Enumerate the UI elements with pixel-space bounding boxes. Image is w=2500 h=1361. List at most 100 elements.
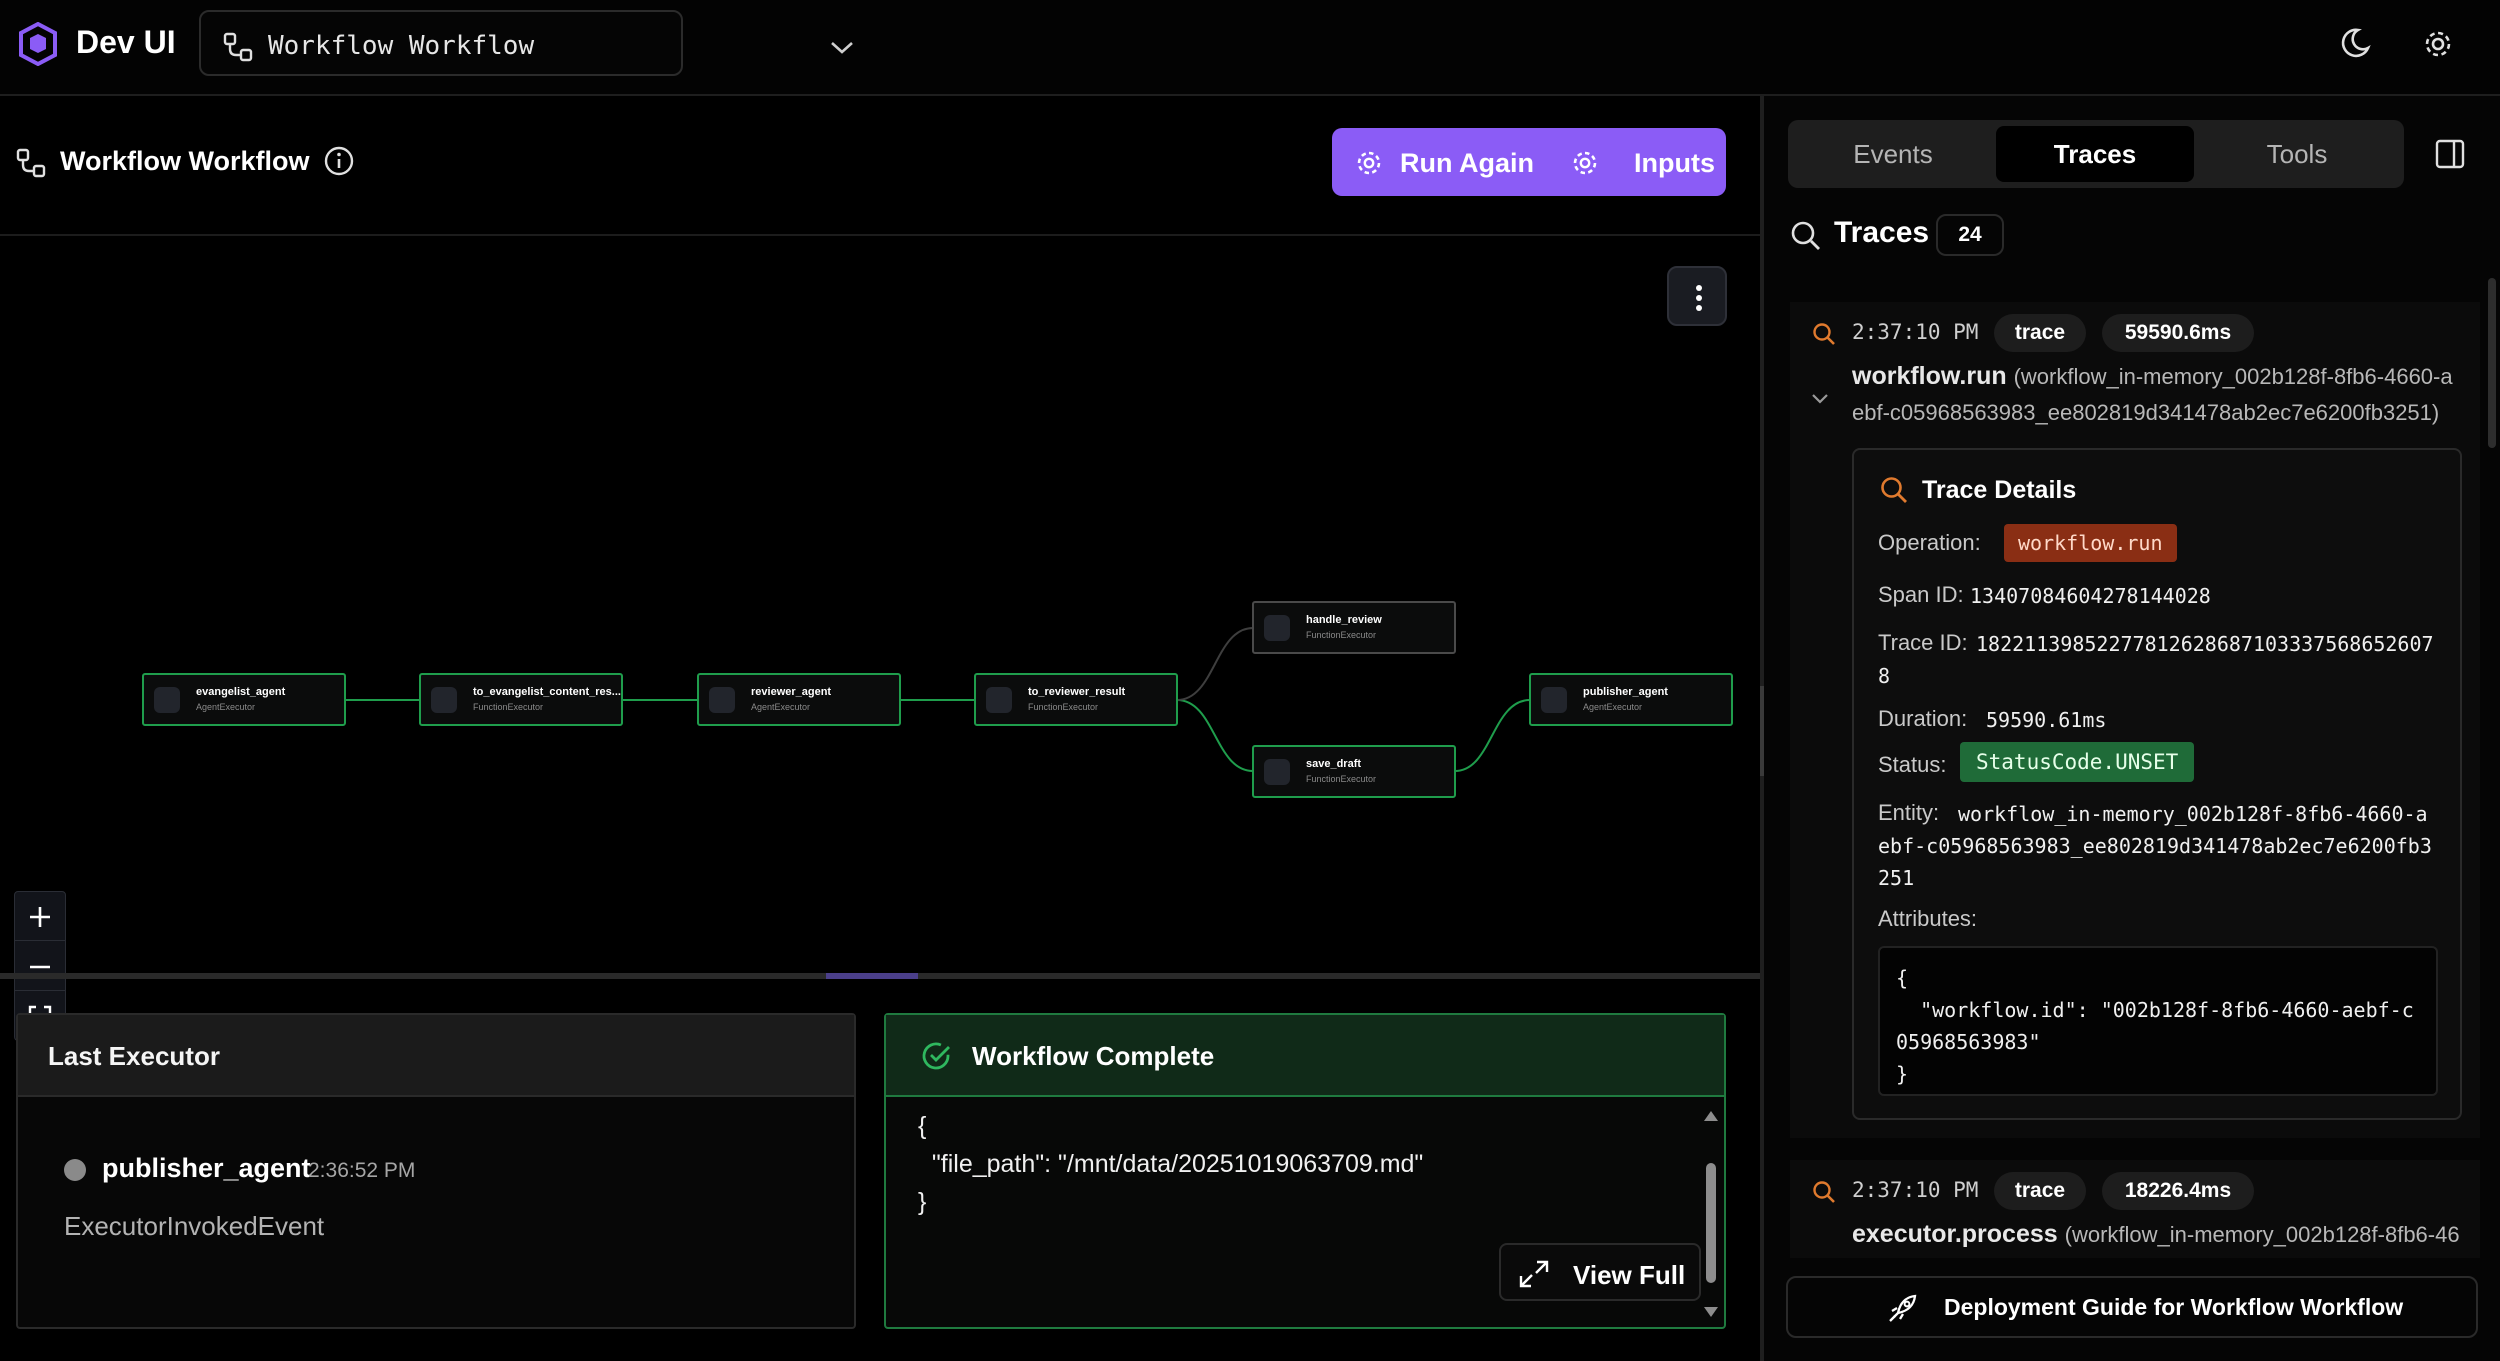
node-type: FunctionExecutor <box>1028 702 1099 712</box>
page-title: Workflow Workflow <box>60 146 310 176</box>
last-executor-title: Last Executor <box>48 1041 220 1071</box>
fit-view-icon <box>28 1005 52 1029</box>
node-type: AgentExecutor <box>751 702 811 712</box>
chevron-down-icon <box>831 42 853 54</box>
graph-node[interactable]: to_evangelist_content_res... FunctionExe… <box>419 673 623 726</box>
info-icon[interactable] <box>323 145 355 177</box>
node-label: publisher_agent <box>1583 686 1668 698</box>
search-icon <box>1791 221 1820 250</box>
trace-context: (workflow_in-memory_002b128f-8fb6-4660-a <box>2013 364 2453 389</box>
run-again-button[interactable]: Run Again <box>1332 128 1548 196</box>
span-id-value: 13407084604278144028 <box>1970 584 2211 608</box>
check-circle-icon <box>922 1042 950 1070</box>
more-options-button[interactable] <box>1667 266 1727 326</box>
last-executor-card: Last Executor publisher_agent 2:36:52 PM… <box>16 1013 856 1329</box>
resize-handle[interactable] <box>826 973 918 979</box>
node-type: AgentExecutor <box>196 702 256 712</box>
gear-icon <box>1573 151 1597 175</box>
search-icon <box>1813 323 1835 345</box>
executor-name: publisher_agent <box>102 1153 311 1183</box>
workflow-select[interactable]: Workflow Workflow <box>199 10 853 76</box>
node-label: to_reviewer_result <box>1028 686 1126 698</box>
operation-badge: workflow.run <box>2004 524 2177 562</box>
trace-details: Trace Details Operation: workflow.run Sp… <box>1852 448 2462 1120</box>
entity-label: Entity: <box>1878 800 1940 825</box>
scroll-thumb[interactable] <box>2488 278 2496 448</box>
zoom-in-button[interactable] <box>15 892 65 941</box>
node-label: reviewer_agent <box>751 686 832 698</box>
workflow-complete-header: Workflow Complete <box>886 1015 1724 1097</box>
panel-tabs: Events Traces Tools <box>1788 120 2404 188</box>
inputs-label: Inputs <box>1634 148 1715 178</box>
graph-node[interactable]: evangelist_agent AgentExecutor <box>142 673 346 726</box>
workflow-icon <box>223 32 253 62</box>
deployment-guide-label: Deployment Guide for Workflow Workflow <box>1944 1294 2404 1320</box>
graph-node[interactable]: save_draft FunctionExecutor <box>1252 745 1456 798</box>
scroll-up-icon <box>1704 1111 1718 1121</box>
agent-icon <box>154 687 180 713</box>
pane-resize-grip[interactable] <box>1760 686 1764 776</box>
workflow-graph-canvas[interactable]: evangelist_agent AgentExecutor to_evange… <box>0 238 1760 1041</box>
scroll-down-icon <box>1704 1307 1718 1317</box>
deployment-guide-button[interactable]: Deployment Guide for Workflow Workflow <box>1786 1276 2478 1338</box>
kebab-menu-icon <box>1696 285 1702 311</box>
workflow-complete-title: Workflow Complete <box>972 1041 1215 1071</box>
scrollbar[interactable] <box>2488 278 2496 1258</box>
operation-label: Operation: <box>1878 530 1981 555</box>
entity-value: workflow_in-memory_002b128f-8fb6-4660-a <box>1958 802 2428 826</box>
trace-time: 2:37:10 PM <box>1852 1178 1979 1202</box>
moon-icon[interactable] <box>2338 26 2372 60</box>
executor-event: ExecutorInvokedEvent <box>64 1211 325 1241</box>
pane-resize-divider[interactable] <box>1760 96 1764 1361</box>
run-again-label: Run Again <box>1400 148 1534 178</box>
zoom-out-button[interactable] <box>15 942 65 991</box>
search-icon <box>1813 1181 1835 1203</box>
workflow-pane: Workflow Workflow Run Again Inputs <box>0 96 1760 1361</box>
top-bar: Dev UI Workflow Workflow <box>0 0 2500 96</box>
tab-events[interactable]: Events <box>1853 139 1933 169</box>
trace-duration-badge: 18226.4ms <box>2102 1172 2254 1210</box>
edge <box>1454 699 1531 772</box>
trace-context-continued: ebf-c05968563983_ee802819d341478ab2ec7e6… <box>1852 400 2440 425</box>
tab-traces[interactable]: Traces <box>1996 126 2194 182</box>
graph-node[interactable]: publisher_agent AgentExecutor <box>1529 673 1733 726</box>
cube-logo-icon <box>19 22 57 66</box>
scroll-thumb[interactable] <box>1706 1163 1716 1283</box>
result-output: { "file_path": "/mnt/data/20251019063709… <box>918 1112 1424 1216</box>
function-icon <box>431 687 457 713</box>
trace-item[interactable]: 2:37:10 PM trace 18226.4ms executor.proc… <box>1790 1160 2480 1258</box>
trace-name: executor.process <box>1852 1220 2058 1248</box>
workflow-icon <box>16 148 46 178</box>
workflow-header: Workflow Workflow Run Again Inputs <box>0 96 1760 236</box>
graph-node[interactable]: handle_review FunctionExecutor <box>1252 601 1456 654</box>
settings-gear-icon[interactable] <box>2420 26 2456 62</box>
chevron-down-icon[interactable] <box>1810 392 1830 406</box>
plus-icon <box>30 907 50 927</box>
function-icon <box>709 687 735 713</box>
minus-icon <box>30 965 50 969</box>
function-icon <box>986 687 1012 713</box>
view-full-button[interactable]: View Full <box>1499 1243 1701 1301</box>
entity-value-end: 251 <box>1878 866 1915 890</box>
trace-name: workflow.run <box>1852 362 2007 390</box>
trace-name-line: executor.process (workflow_in-memory_002… <box>1852 1220 2460 1249</box>
gear-icon <box>1357 151 1381 175</box>
attributes-json-text: { "workflow.id": "002b128f-8fb6-4660-aeb… <box>1896 966 2414 1086</box>
trace-time: 2:37:10 PM <box>1852 320 1979 344</box>
fit-view-button[interactable] <box>15 992 65 1041</box>
trace-item[interactable]: 2:37:10 PM trace 59590.6ms workflow.run … <box>1790 302 2480 1138</box>
tab-tools[interactable]: Tools <box>2266 139 2328 169</box>
graph-node[interactable]: to_reviewer_result FunctionExecutor <box>974 673 1178 726</box>
collapse-panel-icon[interactable] <box>2434 138 2466 170</box>
edge <box>1176 699 1254 772</box>
trace-kind-badge: trace <box>1994 1172 2086 1210</box>
node-label: handle_review <box>1306 614 1382 626</box>
graph-node[interactable]: reviewer_agent AgentExecutor <box>697 673 901 726</box>
traces-title: Traces <box>1834 216 1930 249</box>
node-type: AgentExecutor <box>1583 702 1643 712</box>
traces-count-badge: 24 <box>1936 214 2004 256</box>
inputs-button[interactable]: Inputs <box>1548 128 1726 196</box>
scrollbar[interactable] <box>1700 1107 1722 1321</box>
node-label: to_evangelist_content_res... <box>473 686 621 698</box>
trace-id-value: 18221139852277812628687103337568652607 <box>1976 632 2434 656</box>
